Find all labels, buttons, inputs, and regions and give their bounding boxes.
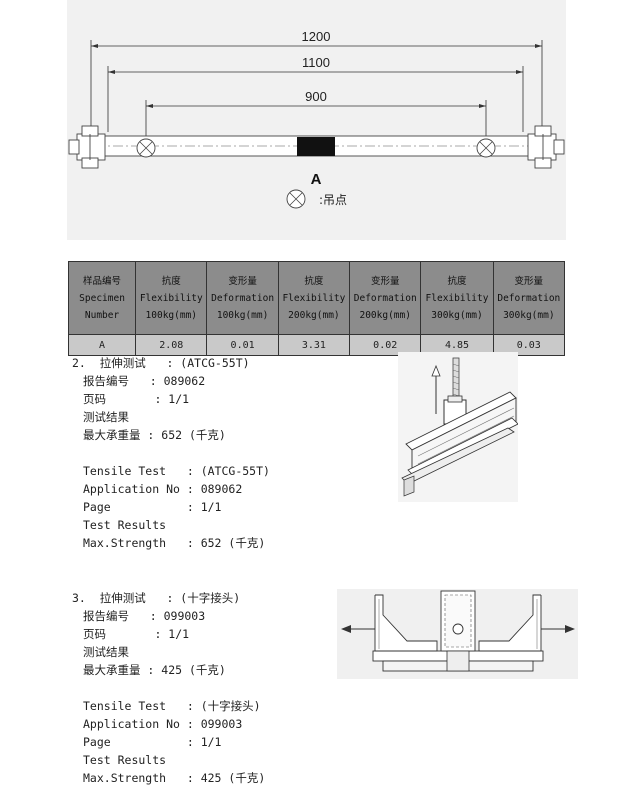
tensile-test-2: 2. 拉伸测试 : (ATCG-55T) 报告编号 : 089062 页码 : …: [72, 354, 270, 552]
test-2-line: Application No : 089062: [83, 482, 243, 496]
hanger-rail-illustration: [401, 357, 519, 497]
beam-drawing: 1200 1100 900 A: [67, 0, 566, 240]
table-cell: A: [67, 334, 137, 356]
test-3-line: Test Results: [83, 753, 167, 767]
marker-a-label: A: [311, 171, 322, 188]
table-cell: 0.02: [349, 334, 422, 356]
test-2-line: Max.Strength : 652 (千克): [83, 536, 266, 550]
test-3-line: 最大承重量 : 425 (千克): [83, 663, 226, 677]
test-3-line: Tensile Test : (十字接头): [83, 699, 261, 713]
table-cell: 3.31: [277, 334, 351, 356]
header-cell: 抗度 Flexibility 200kg(mm): [277, 261, 351, 335]
table-cell: 0.01: [206, 334, 279, 356]
test-3-line: 测试结果: [83, 645, 129, 659]
spacer: [72, 679, 265, 697]
header-cell: 样品编号 Specimen Number: [67, 261, 137, 335]
table-row: A 2.08 0.01 3.31 0.02 4.85 0.03: [67, 334, 566, 356]
test-2-line: 测试结果: [83, 410, 129, 424]
test-2-figure: [398, 352, 519, 502]
header-cell: 变形量 Deformation 300kg(mm): [492, 261, 566, 335]
test-2-line: Tensile Test : (ATCG-55T): [83, 464, 270, 478]
header-cell: 抗度 Flexibility 100kg(mm): [135, 261, 208, 335]
test-3-line: Application No : 099003: [83, 717, 243, 731]
test-3-figure: [337, 589, 578, 679]
test-2-line: Page : 1/1: [83, 500, 222, 514]
table-cell: 2.08: [135, 334, 208, 356]
header-cell: 抗度 Flexibility 300kg(mm): [420, 261, 494, 335]
table-header-row: 样品编号 Specimen Number 抗度 Flexibility 100k…: [67, 261, 566, 335]
flexibility-table: 样品编号 Specimen Number 抗度 Flexibility 100k…: [67, 261, 566, 356]
test-2-line: 报告编号 : 089062: [83, 374, 206, 388]
tensile-test-3: 3. 拉伸测试 : (十字接头) 报告编号 : 099003 页码 : 1/1 …: [72, 589, 265, 787]
beam-drawing-svg: 1200 1100 900 A: [68, 29, 565, 209]
test-3-line: 页码 : 1/1: [83, 627, 190, 641]
test-2-title: 2. 拉伸测试 : (ATCG-55T): [72, 356, 250, 370]
header-cell: 变形量 Deformation 100kg(mm): [206, 261, 279, 335]
test-3-title: 3. 拉伸测试 : (十字接头): [72, 591, 241, 605]
header-cell: 变形量 Deformation 200kg(mm): [349, 261, 422, 335]
cross-joint-illustration: [341, 590, 575, 672]
spacer: [72, 444, 270, 462]
test-2-line: Test Results: [83, 518, 167, 532]
dim-inner-label: 900: [305, 89, 327, 104]
table-cell: 0.03: [492, 334, 566, 356]
test-3-line: Max.Strength : 425 (千克): [83, 771, 266, 785]
test-3-line: Page : 1/1: [83, 735, 222, 749]
dim-middle-label: 1100: [302, 55, 330, 70]
legend-label: :吊点: [319, 193, 347, 207]
test-2-line: 最大承重量 : 652 (千克): [83, 428, 226, 442]
test-2-line: 页码 : 1/1: [83, 392, 190, 406]
dim-outer-label: 1200: [302, 29, 331, 44]
test-3-line: 报告编号 : 099003: [83, 609, 206, 623]
